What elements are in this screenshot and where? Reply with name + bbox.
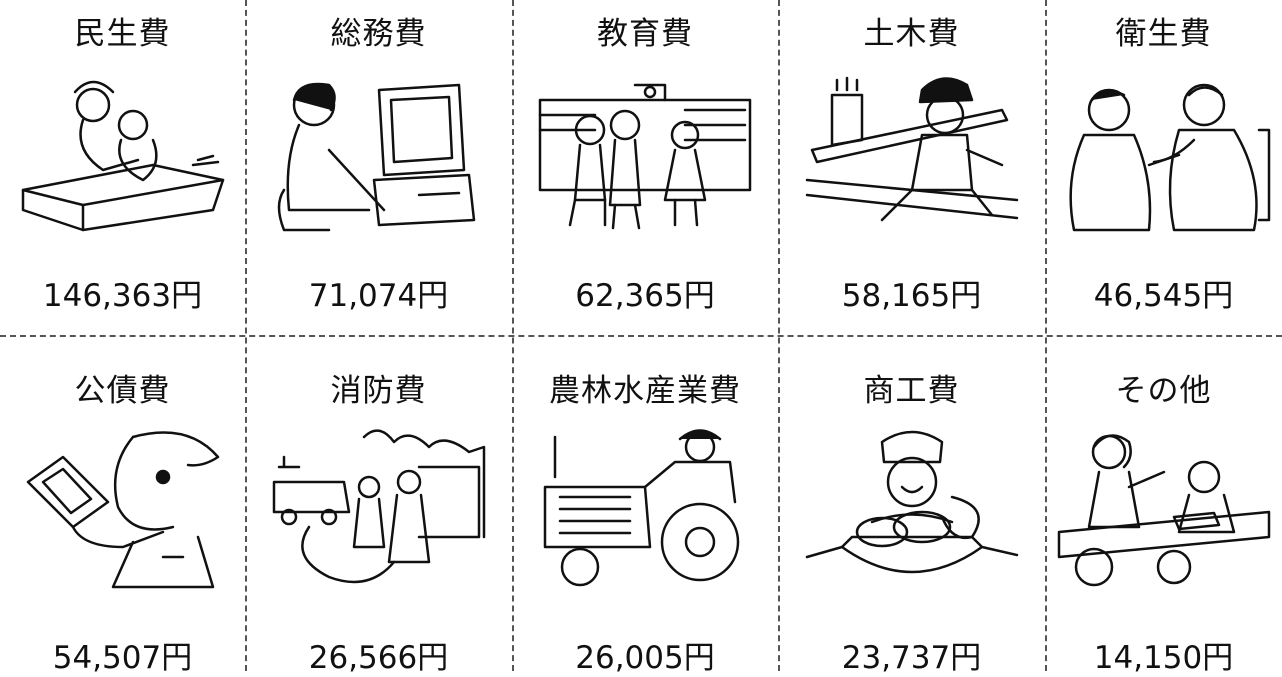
item-amount: 26,005円 (575, 640, 715, 676)
school-children-icon (535, 70, 755, 235)
item-shoubou: 消防費 26,566円 (245, 335, 512, 676)
item-kyouiku: 教育費 62,365円 (512, 0, 778, 335)
item-title: 衛生費 (1115, 16, 1212, 52)
item-title: 民生費 (74, 16, 171, 52)
vertical-divider (778, 0, 780, 671)
horizontal-divider (0, 335, 1282, 337)
construction-worker-icon (802, 70, 1022, 235)
item-title: 教育費 (597, 16, 693, 52)
item-soumu: 総務費 71,074円 (245, 0, 512, 335)
item-title: その他 (1115, 373, 1212, 409)
item-title: 土木費 (863, 16, 960, 52)
item-title: 農林水産業費 (549, 373, 741, 409)
item-sonota: その他 14,150円 (1045, 335, 1282, 676)
item-minsei: 民生費 146,363円 (0, 0, 245, 335)
vertical-divider (245, 0, 247, 671)
doctor-checkup-icon (1054, 70, 1274, 235)
bond-passbook-icon (13, 427, 233, 592)
item-shoukou: 商工費 23,737円 (778, 335, 1045, 676)
baker-bread-icon (802, 427, 1022, 592)
item-title: 総務費 (330, 16, 427, 52)
item-title: 商工費 (863, 373, 960, 409)
firefighters-icon (269, 427, 489, 592)
item-amount: 23,737円 (841, 640, 982, 676)
farmer-tractor-icon (535, 427, 755, 592)
nurse-care-icon (13, 70, 233, 235)
item-eisei: 衛生費 46,545円 (1045, 0, 1282, 335)
item-title: 公債費 (74, 373, 171, 409)
public-office-counter-icon (1054, 427, 1274, 592)
item-amount: 146,363円 (42, 278, 203, 314)
item-amount: 62,365円 (575, 278, 715, 314)
item-amount: 46,545円 (1093, 278, 1234, 314)
item-amount: 14,150円 (1093, 640, 1234, 676)
item-kousai: 公債費 54,507円 (0, 335, 245, 676)
item-amount: 54,507円 (52, 640, 193, 676)
item-nourin: 農林水産業費 26,005円 (512, 335, 778, 676)
item-amount: 71,074円 (308, 278, 449, 314)
item-doboku: 土木費 58,165円 (778, 0, 1045, 335)
item-title: 消防費 (330, 373, 427, 409)
item-amount: 26,566円 (308, 640, 449, 676)
vertical-divider (1045, 0, 1047, 671)
vertical-divider (512, 0, 514, 671)
item-amount: 58,165円 (841, 278, 982, 314)
office-computer-icon (269, 70, 489, 235)
